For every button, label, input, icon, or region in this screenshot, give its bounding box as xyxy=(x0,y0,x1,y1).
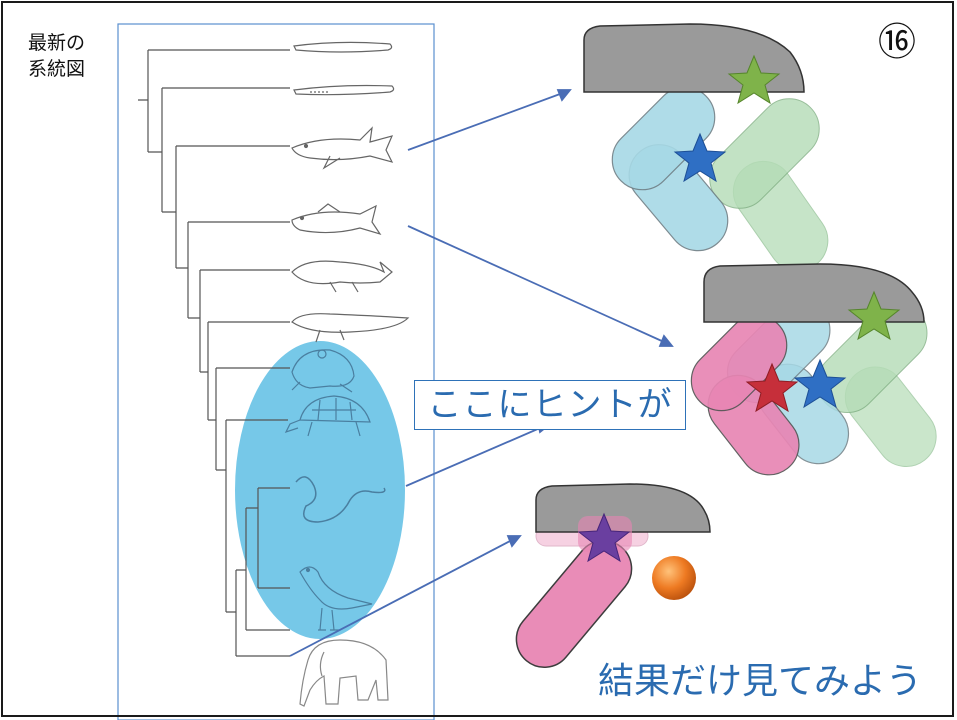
arrow-fish-to-diagram2 xyxy=(407,225,674,347)
star-green-1 xyxy=(727,54,781,105)
star-red-2 xyxy=(745,362,799,413)
receptor-diagram-3 xyxy=(515,483,711,668)
coelacanth-icon xyxy=(291,260,393,293)
turtle-icon xyxy=(284,395,371,437)
arrow-shark-to-diagram1 xyxy=(407,89,572,151)
tree-panel-border xyxy=(117,23,435,720)
gray-cap-3 xyxy=(535,483,711,533)
arrows xyxy=(289,89,674,657)
elephant-icon xyxy=(299,639,389,707)
result-caption: 結果だけ見てみよう xyxy=(598,661,923,702)
lungfish-icon xyxy=(291,313,410,343)
lamprey-icon xyxy=(293,84,395,96)
shark-icon xyxy=(291,126,394,170)
arrow-elephant-to-diagram3 xyxy=(289,535,522,657)
bird-icon xyxy=(299,566,373,631)
frog-icon xyxy=(291,349,355,393)
bony-fish-icon xyxy=(291,203,382,236)
slide-title: 最新の 系統図 xyxy=(28,32,86,80)
hint-label-box: ここにヒントが xyxy=(414,380,686,430)
orange-ball xyxy=(652,556,696,600)
receptor-diagram-1 xyxy=(583,23,829,272)
star-purple-3 xyxy=(577,512,631,563)
phylogenetic-tree xyxy=(138,49,290,657)
star-blue-2 xyxy=(793,358,847,409)
snake-icon xyxy=(295,476,386,523)
receptor-diagram-2 xyxy=(690,263,937,476)
star-green-2 xyxy=(847,290,901,341)
star-blue-1 xyxy=(673,132,727,183)
hagfish-icon xyxy=(293,41,393,53)
slide-number: ⑯ xyxy=(878,20,917,64)
